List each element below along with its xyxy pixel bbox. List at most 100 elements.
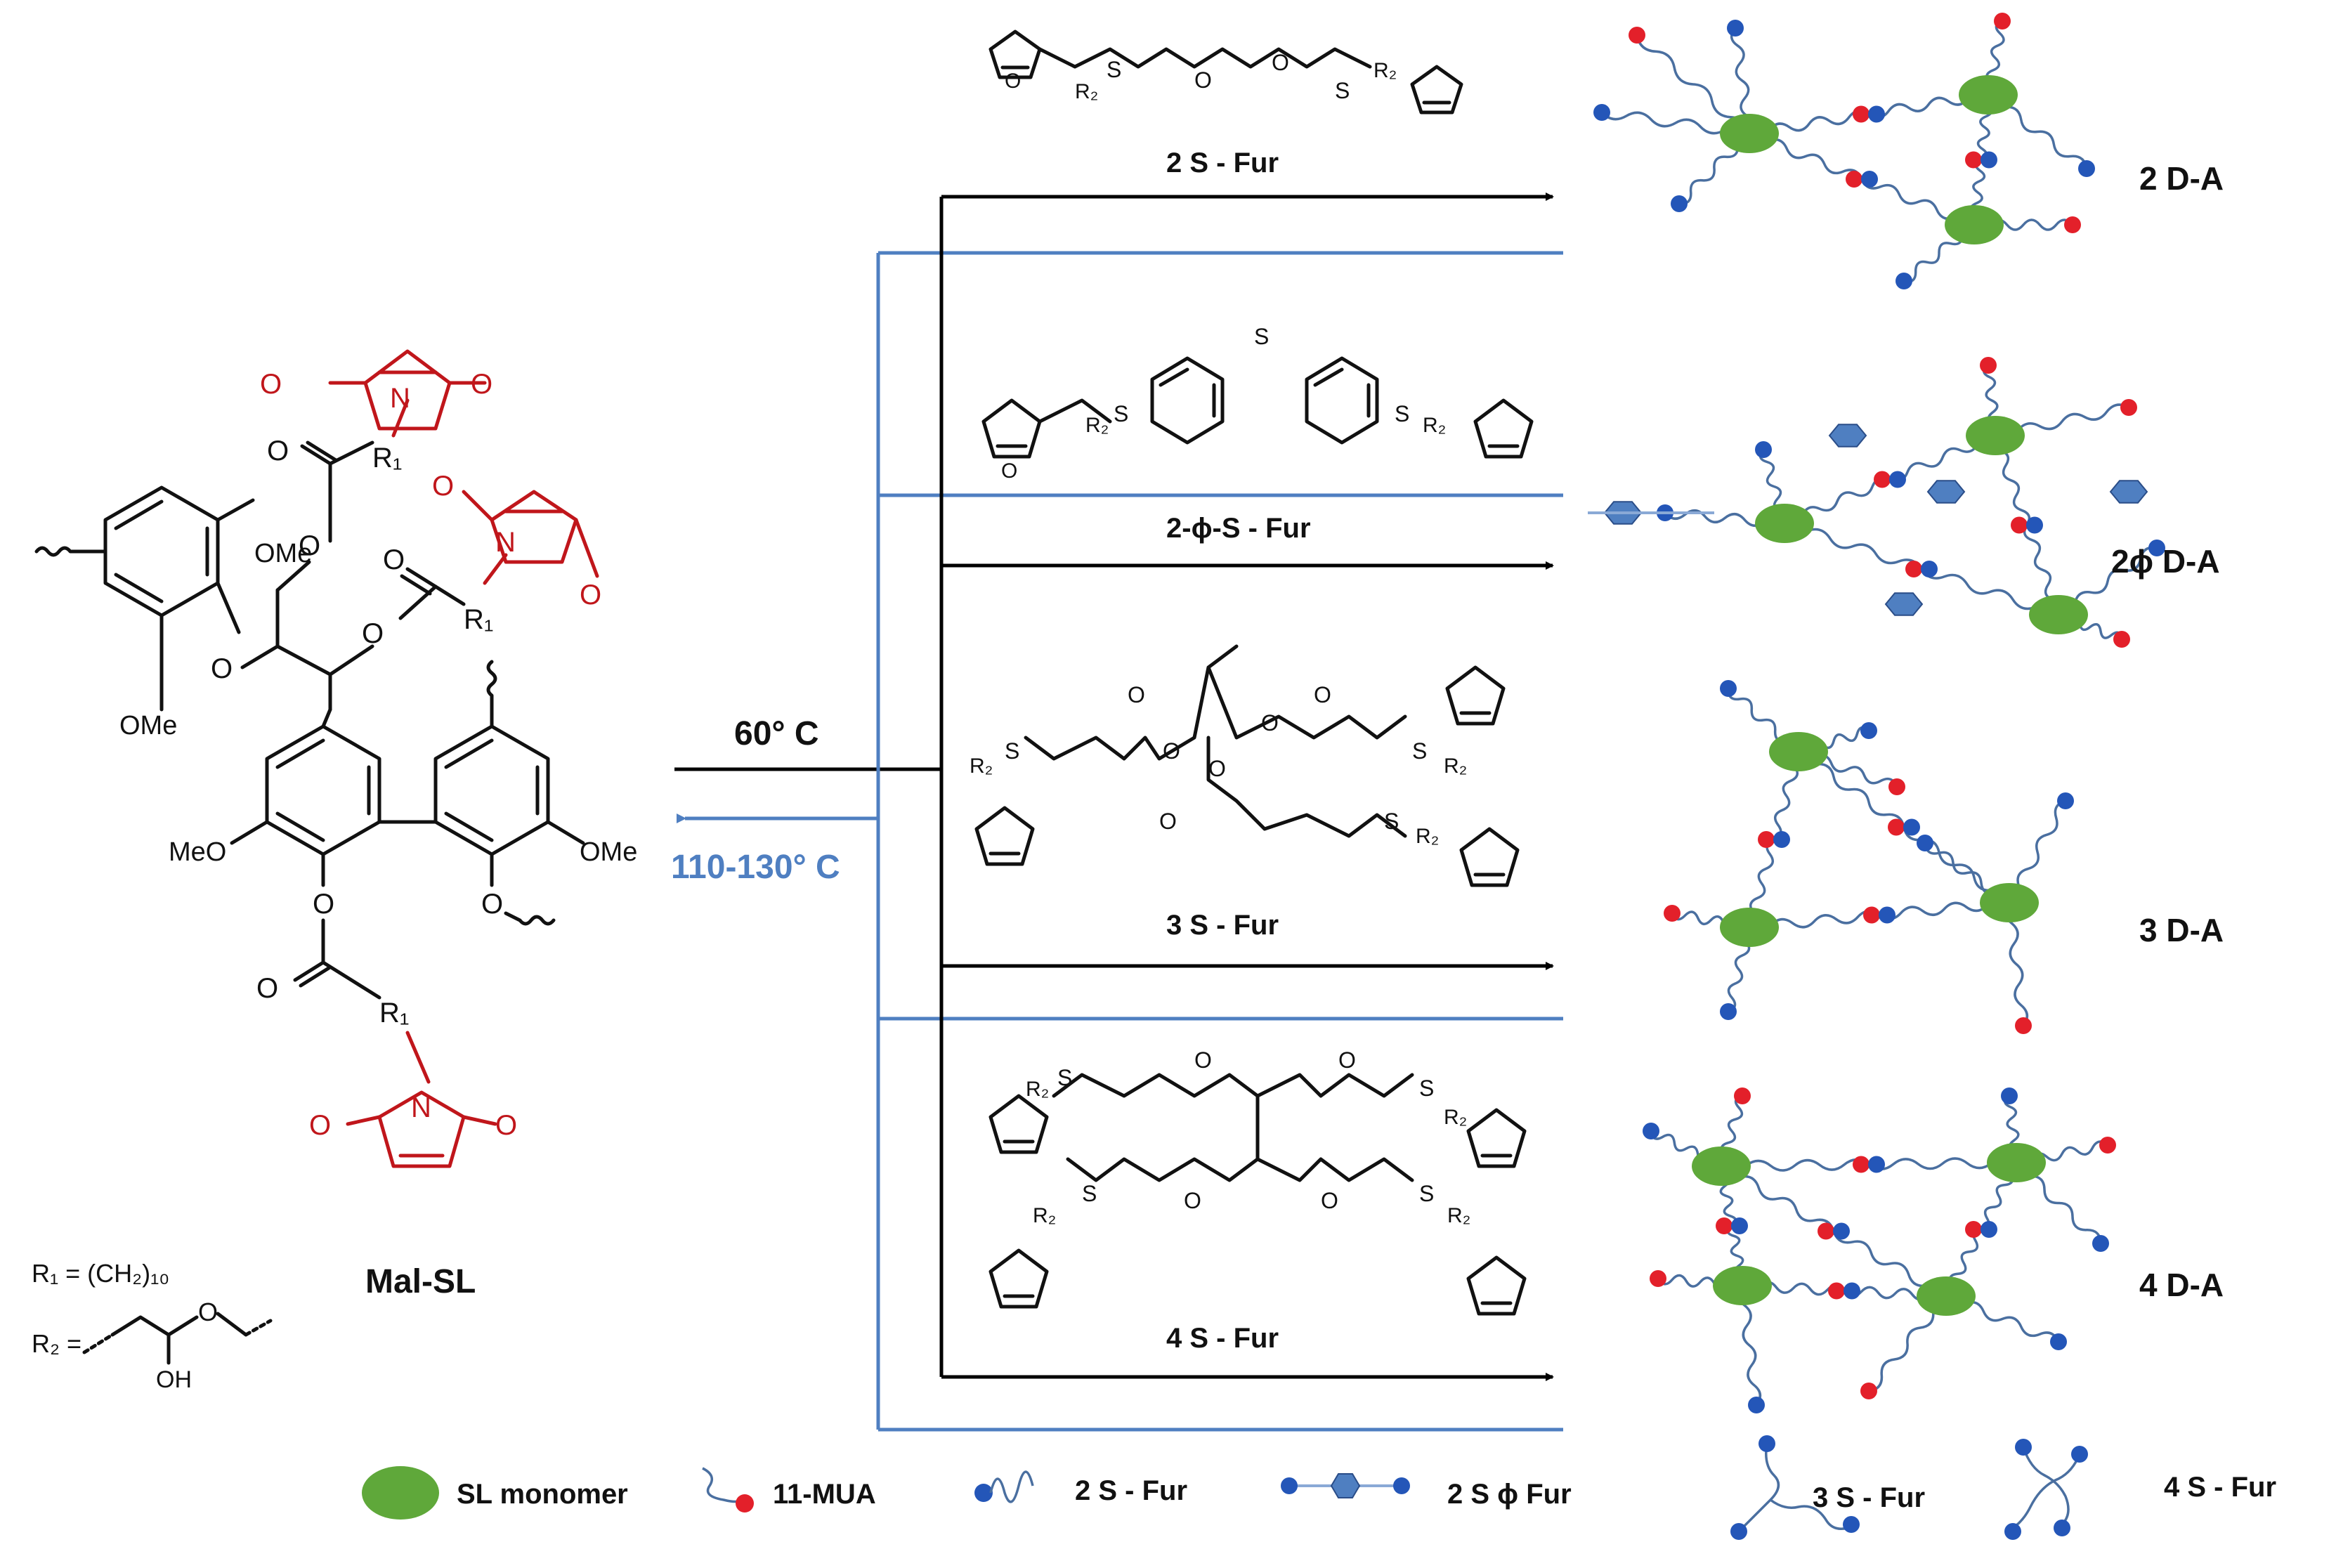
sl-monomer-node xyxy=(1917,1276,1976,1316)
blue-bead xyxy=(1868,105,1885,123)
meo-label: MeO xyxy=(169,837,226,867)
linker-name-4: 4 S - Fur xyxy=(1166,1323,1279,1354)
s-label-2phi-c: S xyxy=(1395,401,1409,426)
red-bead-chain-icon xyxy=(702,1467,743,1503)
s-label-3s-c: S xyxy=(1384,809,1399,834)
o-label-ester1: O xyxy=(299,530,320,561)
r2-label-2s-b: R₂ xyxy=(1373,59,1397,82)
end-bead xyxy=(1895,273,1912,289)
end-bead xyxy=(1643,1123,1659,1139)
ome-label-3: OMe xyxy=(580,837,637,867)
legend-item-sl-monomer: SL monomer xyxy=(362,1466,628,1520)
o-label-ester2: O xyxy=(362,618,384,649)
green-ellipse-icon xyxy=(362,1466,439,1520)
blue-bead-chain-icon xyxy=(989,1470,1034,1503)
hexagon-linker xyxy=(1828,424,1867,447)
hexagon-linker xyxy=(1884,592,1924,616)
sl-monomer-node xyxy=(1720,908,1779,947)
svg-text:11-MUA: 11-MUA xyxy=(773,1479,876,1510)
network-illustrations xyxy=(1588,13,2165,1413)
n-label-red-1: N xyxy=(390,383,410,414)
blue-bead xyxy=(1889,471,1906,488)
end-bead xyxy=(1727,20,1744,37)
s-label-4s-a: S xyxy=(1057,1065,1072,1090)
end-bead xyxy=(1888,778,1905,795)
red-bead xyxy=(1846,171,1862,188)
blue-bead xyxy=(1773,831,1790,848)
o-label-ether: O xyxy=(211,653,233,684)
red-bead xyxy=(1888,818,1905,836)
red-bead xyxy=(1965,151,1982,169)
o-label-red-3: O xyxy=(432,471,454,502)
furan-o-2a: O xyxy=(1001,459,1017,483)
sl-monomer-node xyxy=(1713,1266,1772,1305)
network-dangling-chain xyxy=(1636,34,1751,134)
sl-monomer-node xyxy=(1945,205,2004,244)
end-bead xyxy=(1720,1003,1737,1020)
red-bead xyxy=(1905,561,1922,577)
furan-o-1a: O xyxy=(1005,70,1021,93)
r2-label-4s-c: R₂ xyxy=(1033,1204,1056,1227)
o-label-4s-d: O xyxy=(1321,1188,1338,1213)
reaction-arrows: 60° C 110-130° C xyxy=(671,192,1563,1432)
red-bead xyxy=(1853,105,1870,123)
linker-4s-fur: R₂ S S R₂ S R₂ S R₂ O O O O 4 S - Fur xyxy=(988,1047,1527,1354)
svg-text:SL monomer: SL monomer xyxy=(457,1479,628,1510)
n-label-red-2: N xyxy=(495,527,516,558)
ome-label-1: OMe xyxy=(254,539,312,568)
end-bead xyxy=(1748,1397,1765,1413)
mal-sl-label: Mal-SL xyxy=(365,1263,476,1300)
red-bead xyxy=(1853,1156,1870,1173)
network-dangling-chain xyxy=(2004,901,2029,1027)
end-bead xyxy=(1720,680,1737,697)
sl-monomer-node xyxy=(1966,416,2025,455)
maleimide-middle: O O N xyxy=(432,471,601,610)
r2-label-4s-b: R₂ xyxy=(1444,1106,1467,1129)
svg-text:4 S - Fur: 4 S - Fur xyxy=(2164,1472,2276,1503)
red-bead xyxy=(1818,1222,1834,1240)
mal-sl-structure: OMe OMe O O O R₁ O O N O xyxy=(34,349,637,1168)
svg-text:2 S - Fur: 2 S - Fur xyxy=(1075,1475,1187,1506)
red-bead xyxy=(1863,906,1880,924)
end-bead xyxy=(2113,631,2130,648)
r-definitions: R₁ = (CH₂)₁₀ R₂ = OH O xyxy=(32,1259,273,1393)
sl-monomer-node xyxy=(1980,883,2039,922)
s-label-3s-b: S xyxy=(1412,738,1427,764)
end-bead xyxy=(2015,1017,2032,1034)
s-label-4s-d: S xyxy=(1419,1181,1434,1206)
o-label-4s-b: O xyxy=(1338,1047,1356,1073)
o-label-red-1: O xyxy=(260,369,282,400)
s-label-3s-a: S xyxy=(1005,738,1019,764)
blue-bead xyxy=(1844,1282,1860,1300)
sl-monomer-node xyxy=(2029,595,2088,634)
end-bead xyxy=(1593,104,1610,121)
svg-text:2 S ϕ Fur: 2 S ϕ Fur xyxy=(1447,1479,1572,1510)
s-label-2s-a: S xyxy=(1107,57,1121,82)
blue-bead xyxy=(1921,561,1938,577)
r2-label-2s-a: R₂ xyxy=(1075,80,1098,103)
network-name-3: 3 D-A xyxy=(2139,912,2224,948)
linker-2s-fur: O R₂ S O O S R₂ 2 S - Fur xyxy=(988,30,1463,178)
legend-item-4s-fur: 4 S - Fur xyxy=(2004,1439,2276,1540)
three-arm-chain-icon xyxy=(1741,1443,1780,1529)
o-label-4s-c: O xyxy=(1184,1188,1201,1213)
blue-bead xyxy=(1903,818,1920,836)
linker-2-phi-s-fur: O R₂ S S S R₂ 2-ϕ-S - Fur xyxy=(981,324,1534,544)
o-label-3s-c: O xyxy=(1261,710,1279,736)
r1-label-2: R₁ xyxy=(464,604,493,635)
end-bead xyxy=(1994,13,2011,30)
end-bead xyxy=(1755,441,1772,458)
network-name-2: 2ϕ D-A xyxy=(2111,543,2220,580)
sl-monomer-node xyxy=(1720,114,1779,153)
r2-oh-label: OH xyxy=(156,1366,192,1393)
hexagon-linker xyxy=(2109,480,2148,504)
o-label-red-5: O xyxy=(309,1110,331,1141)
reverse-temperature: 110-130° C xyxy=(671,849,840,886)
r2-label-3s-a: R₂ xyxy=(970,754,993,778)
hexagon-linker-icon xyxy=(1330,1473,1361,1498)
sl-monomer-node xyxy=(1755,504,1814,543)
end-bead xyxy=(2001,1087,2018,1104)
s-label-2phi-b: S xyxy=(1254,324,1269,349)
o-label-3s-b: O xyxy=(1128,682,1145,707)
r2-o-label: O xyxy=(198,1298,218,1326)
